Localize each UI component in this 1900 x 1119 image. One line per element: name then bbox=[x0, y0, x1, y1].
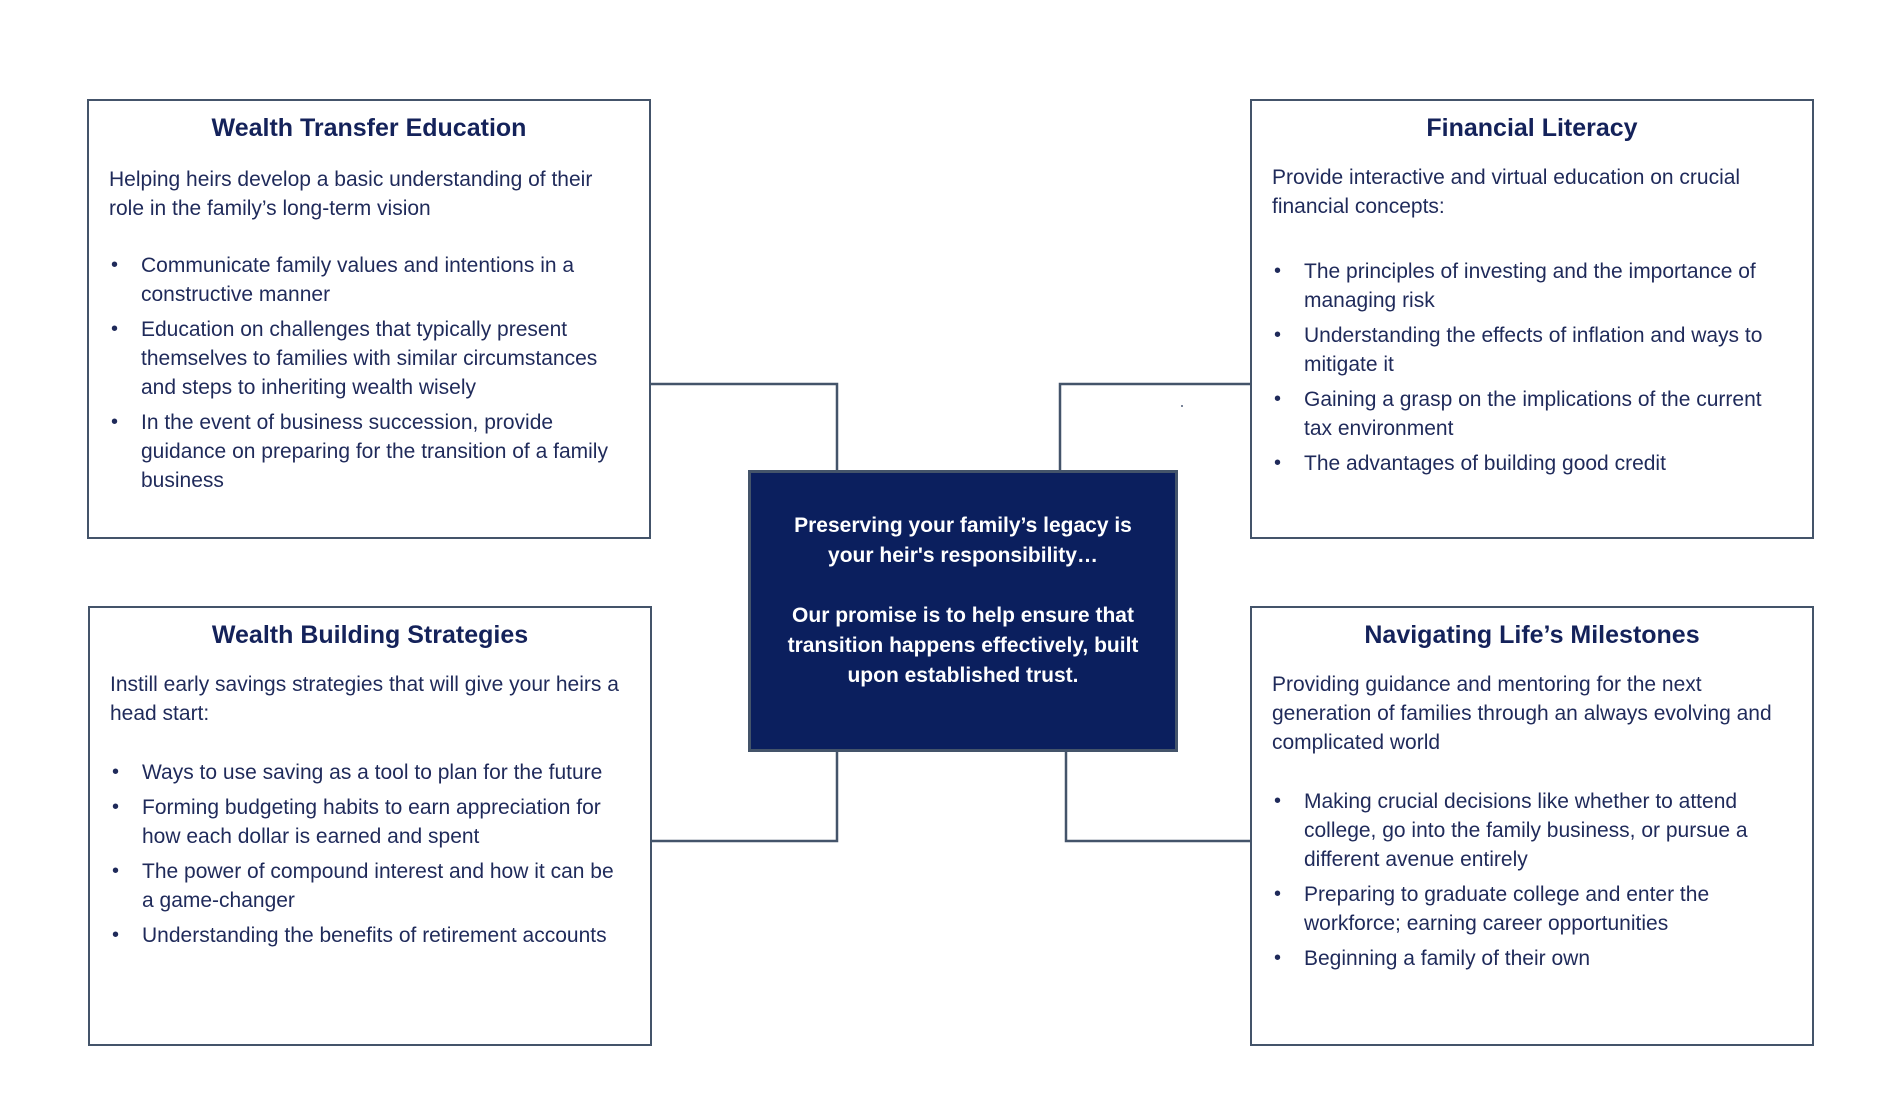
connector-bottom-left bbox=[652, 752, 839, 843]
list-item: •The principles of investing and the imp… bbox=[1272, 257, 1792, 315]
box-title: Wealth Transfer Education bbox=[211, 114, 527, 142]
list-item: •Understanding the benefits of retiremen… bbox=[110, 921, 630, 950]
center-promise: Our promise is to help ensure that trans… bbox=[787, 604, 1139, 687]
wealth-building-strategies-box: Wealth Building Strategies Instill early… bbox=[88, 606, 652, 1046]
box-title: Financial Literacy bbox=[1426, 114, 1638, 142]
list-item: •Education on challenges that typically … bbox=[109, 315, 629, 402]
connector-top-right bbox=[1058, 382, 1250, 470]
bullet-icon: • bbox=[1274, 790, 1282, 812]
center-statement: Preserving your family’s legacy is your … bbox=[794, 514, 1132, 567]
bullet-list: •Communicate family values and intention… bbox=[109, 251, 629, 495]
list-item: •Understanding the effects of inflation … bbox=[1272, 321, 1792, 379]
list-item: •Preparing to graduate college and enter… bbox=[1272, 880, 1792, 938]
bullet-list: •Ways to use saving as a tool to plan fo… bbox=[110, 758, 630, 950]
bullet-icon: • bbox=[1274, 452, 1282, 474]
bullet-list: •Making crucial decisions like whether t… bbox=[1272, 787, 1792, 973]
list-item: •Gaining a grasp on the implications of … bbox=[1272, 385, 1792, 443]
list-item: •Ways to use saving as a tool to plan fo… bbox=[110, 758, 630, 787]
list-item: •Making crucial decisions like whether t… bbox=[1272, 787, 1792, 874]
financial-literacy-box: Financial Literacy Provide interactive a… bbox=[1250, 99, 1814, 539]
connector-top-left bbox=[651, 382, 839, 470]
bullet-icon: • bbox=[112, 924, 120, 946]
bullet-icon: • bbox=[112, 796, 120, 818]
life-milestones-box: Navigating Life’s Milestones Providing g… bbox=[1250, 606, 1814, 1046]
bullet-icon: • bbox=[1274, 324, 1282, 346]
box-title: Navigating Life’s Milestones bbox=[1364, 621, 1700, 649]
list-item: •In the event of business succession, pr… bbox=[109, 408, 629, 495]
bullet-icon: • bbox=[112, 860, 120, 882]
bullet-icon: • bbox=[111, 411, 119, 433]
bullet-icon: • bbox=[1274, 883, 1282, 905]
bullet-icon: • bbox=[1274, 260, 1282, 282]
box-intro: Provide interactive and virtual educatio… bbox=[1272, 166, 1741, 218]
list-item: •The power of compound interest and how … bbox=[110, 857, 630, 915]
list-item: •The advantages of building good credit bbox=[1272, 449, 1792, 478]
center-promise-box: Preserving your family’s legacy is your … bbox=[748, 470, 1178, 752]
bullet-list: •The principles of investing and the imp… bbox=[1272, 257, 1792, 478]
list-item: •Communicate family values and intention… bbox=[109, 251, 629, 309]
box-intro: Providing guidance and mentoring for the… bbox=[1272, 673, 1772, 754]
box-intro: Instill early savings strategies that wi… bbox=[110, 673, 619, 725]
stray-dot bbox=[1181, 405, 1183, 407]
bullet-icon: • bbox=[1274, 947, 1282, 969]
wealth-transfer-education-box: Wealth Transfer Education Helping heirs … bbox=[87, 99, 651, 539]
bullet-icon: • bbox=[112, 761, 120, 783]
box-title: Wealth Building Strategies bbox=[211, 621, 529, 649]
list-item: •Beginning a family of their own bbox=[1272, 944, 1792, 973]
connector-bottom-right bbox=[1064, 752, 1250, 843]
box-intro: Helping heirs develop a basic understand… bbox=[109, 168, 593, 220]
bullet-icon: • bbox=[1274, 388, 1282, 410]
list-item: •Forming budgeting habits to earn apprec… bbox=[110, 793, 630, 851]
bullet-icon: • bbox=[111, 318, 119, 340]
bullet-icon: • bbox=[111, 254, 119, 276]
